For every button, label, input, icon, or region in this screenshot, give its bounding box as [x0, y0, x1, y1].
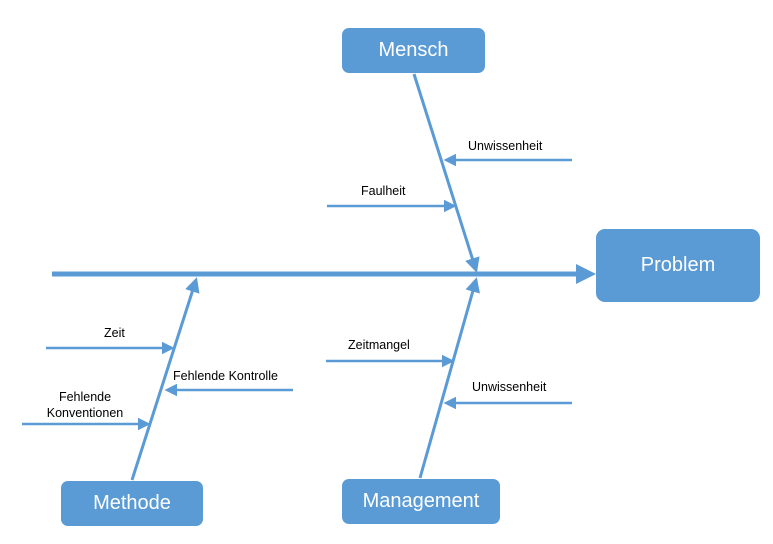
- cause-label-methode-kontrolle: Fehlende Kontrolle: [173, 369, 278, 383]
- category-management: Management: [342, 479, 500, 524]
- category-methode: Methode: [61, 481, 203, 526]
- bone-methode: [130, 277, 200, 481]
- cause-label-mensch-unwissenheit: Unwissenheit: [468, 139, 543, 153]
- bone-mensch: [412, 73, 480, 273]
- cause-label-management-zeitmangel: Zeitmangel: [348, 338, 410, 352]
- category-methode-label: Methode: [93, 492, 171, 514]
- cause-label-methode-zeit: Zeit: [104, 326, 125, 340]
- problem-box: Problem: [596, 229, 760, 302]
- cause-label-methode-konventionen: Konventionen: [46, 406, 124, 420]
- category-mensch: Mensch: [342, 28, 485, 73]
- cause-label-methode-fehlende: Fehlende: [58, 390, 112, 404]
- bone-management: [418, 277, 480, 479]
- cause-label-mensch-faulheit: Faulheit: [361, 184, 406, 198]
- cause-label-methode-konventionen-block: Fehlende Konventionen: [40, 389, 130, 421]
- category-mensch-label: Mensch: [378, 39, 449, 61]
- cause-label-management-unwissenheit: Unwissenheit: [472, 380, 547, 394]
- problem-label: Problem: [640, 254, 716, 276]
- category-management-label: Management: [362, 490, 480, 512]
